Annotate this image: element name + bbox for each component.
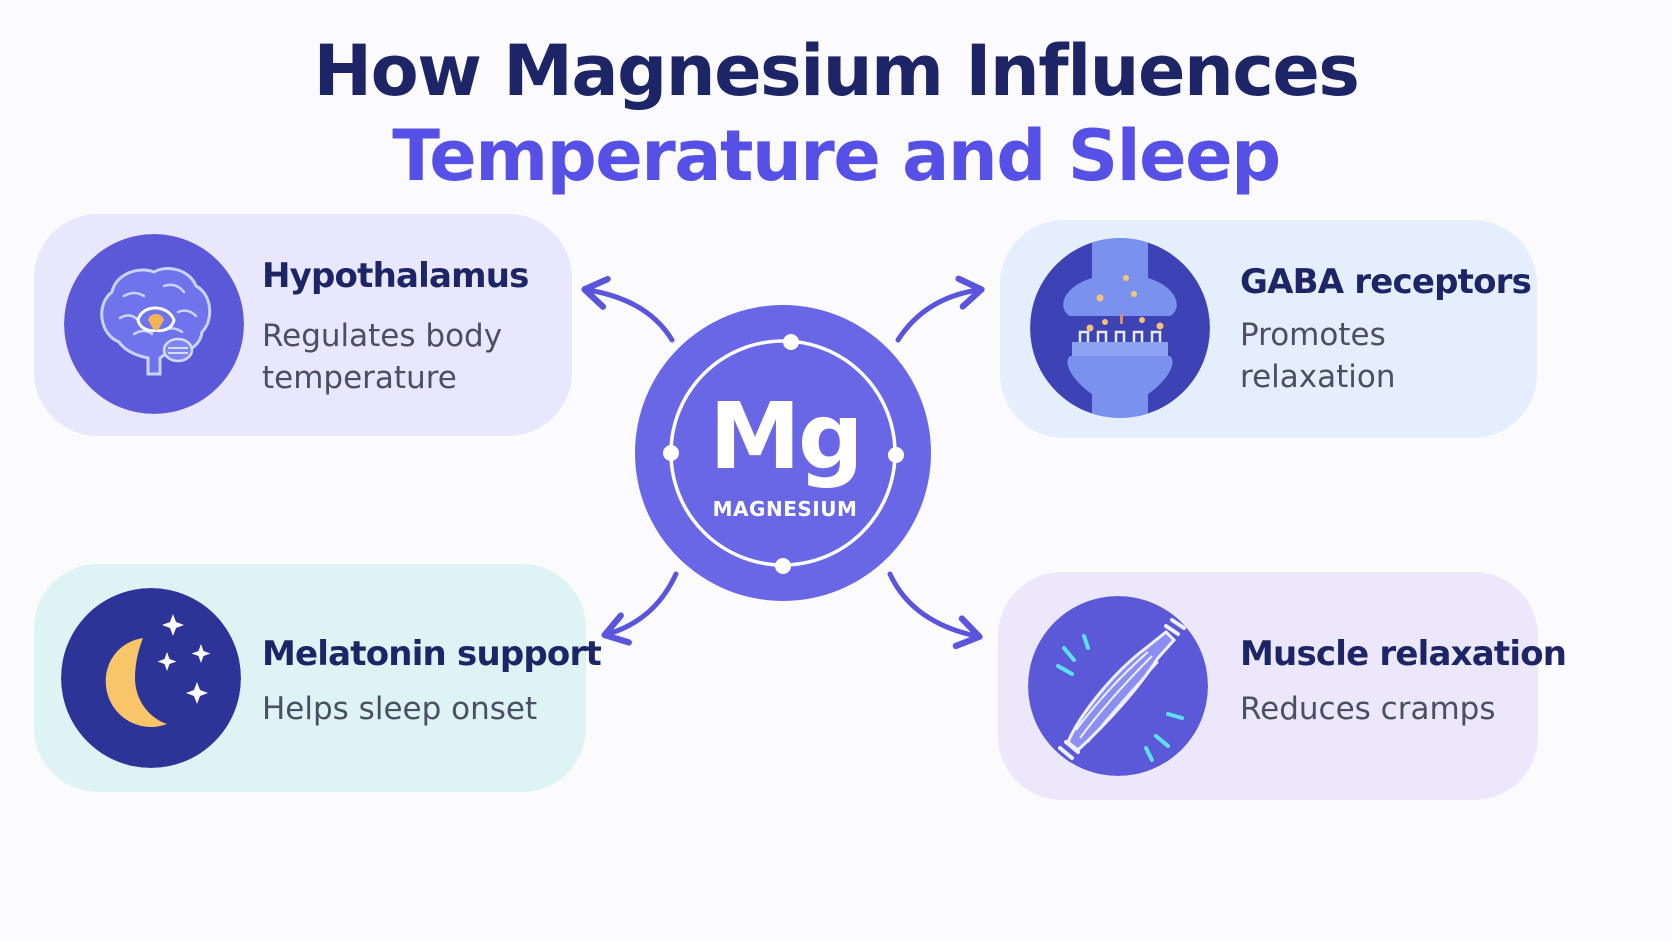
brain-icon bbox=[64, 234, 244, 414]
page-title-line2: Temperature and Sleep bbox=[392, 115, 1281, 197]
card-title: GABA receptors bbox=[1240, 262, 1532, 302]
page-title-line1: How Magnesium Influences bbox=[313, 30, 1360, 112]
arrow-to-melatonin bbox=[601, 571, 679, 646]
magnesium-badge: Mg MAGNESIUM bbox=[635, 305, 931, 601]
card-description: Reduces cramps bbox=[1240, 691, 1496, 727]
card-title: Hypothalamus bbox=[262, 256, 529, 296]
card-gaba-receptors: GABA receptors Promotes relaxation bbox=[1000, 220, 1537, 438]
card-description: Promotes relaxation bbox=[1240, 317, 1396, 395]
mg-symbol: Mg bbox=[709, 383, 860, 490]
moon-stars-icon bbox=[61, 588, 241, 768]
mg-name: MAGNESIUM bbox=[713, 497, 858, 521]
synapse-icon bbox=[1030, 238, 1210, 418]
card-title: Muscle relaxation bbox=[1240, 634, 1567, 674]
arrow-to-hypothalamus bbox=[581, 275, 675, 343]
card-melatonin-support: Melatonin support Helps sleep onset bbox=[34, 564, 602, 792]
card-description: Regulates body temperature bbox=[262, 318, 503, 396]
card-muscle-relaxation: Muscle relaxation Reduces cramps bbox=[998, 572, 1567, 800]
card-description: Helps sleep onset bbox=[262, 691, 538, 727]
arrow-to-gaba bbox=[895, 275, 985, 343]
card-hypothalamus: Hypothalamus Regulates body temperature bbox=[34, 214, 572, 436]
card-title: Melatonin support bbox=[262, 634, 602, 674]
arrow-to-muscle bbox=[887, 571, 983, 650]
muscle-icon bbox=[1028, 596, 1208, 776]
